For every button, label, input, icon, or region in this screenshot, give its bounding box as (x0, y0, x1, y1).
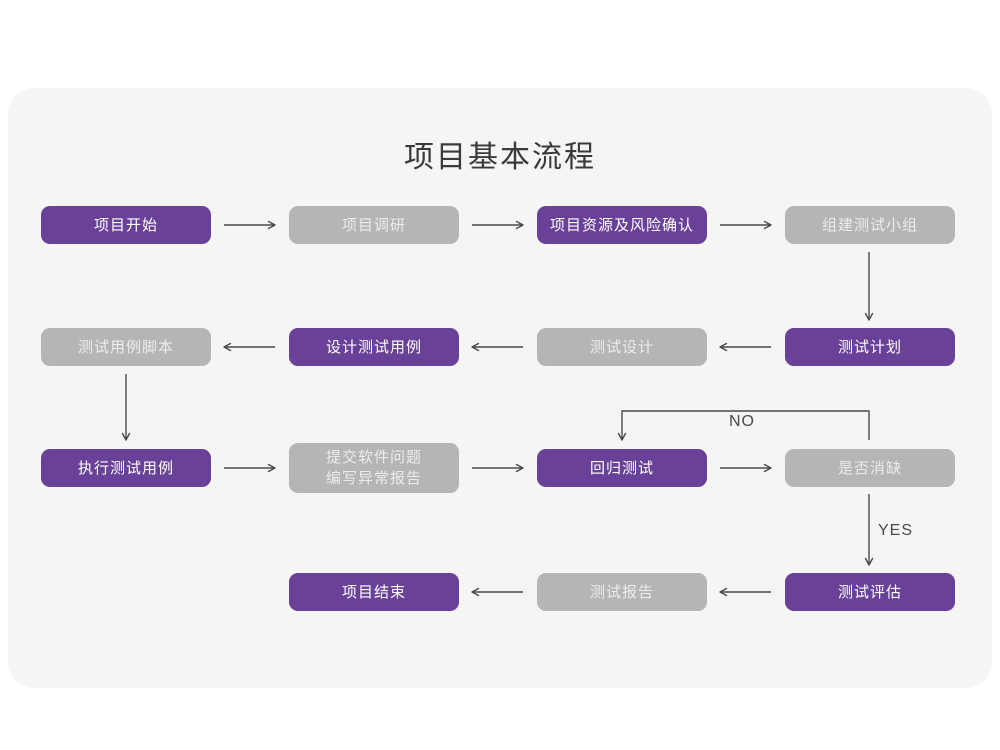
node-test-report[interactable]: 测试报告 (537, 573, 707, 611)
node-label: 设计测试用例 (325, 337, 422, 356)
edge-label-no: NO (729, 413, 755, 430)
node-project-start[interactable]: 项目开始 (41, 206, 211, 244)
node-label: 测试设计 (589, 337, 654, 356)
node-label: 项目调研 (341, 215, 406, 234)
node-label: 测试报告 (589, 582, 654, 601)
node-label: 测试评估 (837, 582, 902, 601)
node-execute-test-cases[interactable]: 执行测试用例 (41, 449, 211, 487)
node-label: 组建测试小组 (821, 215, 918, 234)
node-label: 测试用例脚本 (77, 337, 174, 356)
node-resource-risk-confirm[interactable]: 项目资源及风险确认 (537, 206, 707, 244)
node-label: 执行测试用例 (77, 458, 174, 477)
node-label: 回归测试 (589, 458, 654, 477)
node-build-test-team[interactable]: 组建测试小组 (785, 206, 955, 244)
page-title: 项目基本流程 (404, 140, 596, 175)
node-test-evaluation[interactable]: 测试评估 (785, 573, 955, 611)
node-regression-test[interactable]: 回归测试 (537, 449, 707, 487)
node-project-research[interactable]: 项目调研 (289, 206, 459, 244)
edge-label-yes: YES (878, 522, 914, 539)
node-design-test-cases[interactable]: 设计测试用例 (289, 328, 459, 366)
node-project-end[interactable]: 项目结束 (289, 573, 459, 611)
node-test-design[interactable]: 测试设计 (537, 328, 707, 366)
node-label: 项目开始 (93, 215, 158, 234)
node-label: 是否消缺 (837, 458, 902, 477)
node-label-line2: 编写异常报告 (325, 469, 422, 487)
node-label: 提交软件问题 (325, 448, 422, 466)
node-label: 项目资源及风险确认 (549, 215, 694, 234)
node-label: 测试计划 (837, 337, 902, 356)
node-submit-issue-report[interactable]: 提交软件问题 编写异常报告 (289, 443, 459, 493)
node-label: 项目结束 (341, 582, 406, 601)
node-test-plan[interactable]: 测试计划 (785, 328, 955, 366)
node-test-case-script[interactable]: 测试用例脚本 (41, 328, 211, 366)
node-defect-cleared[interactable]: 是否消缺 (785, 449, 955, 487)
